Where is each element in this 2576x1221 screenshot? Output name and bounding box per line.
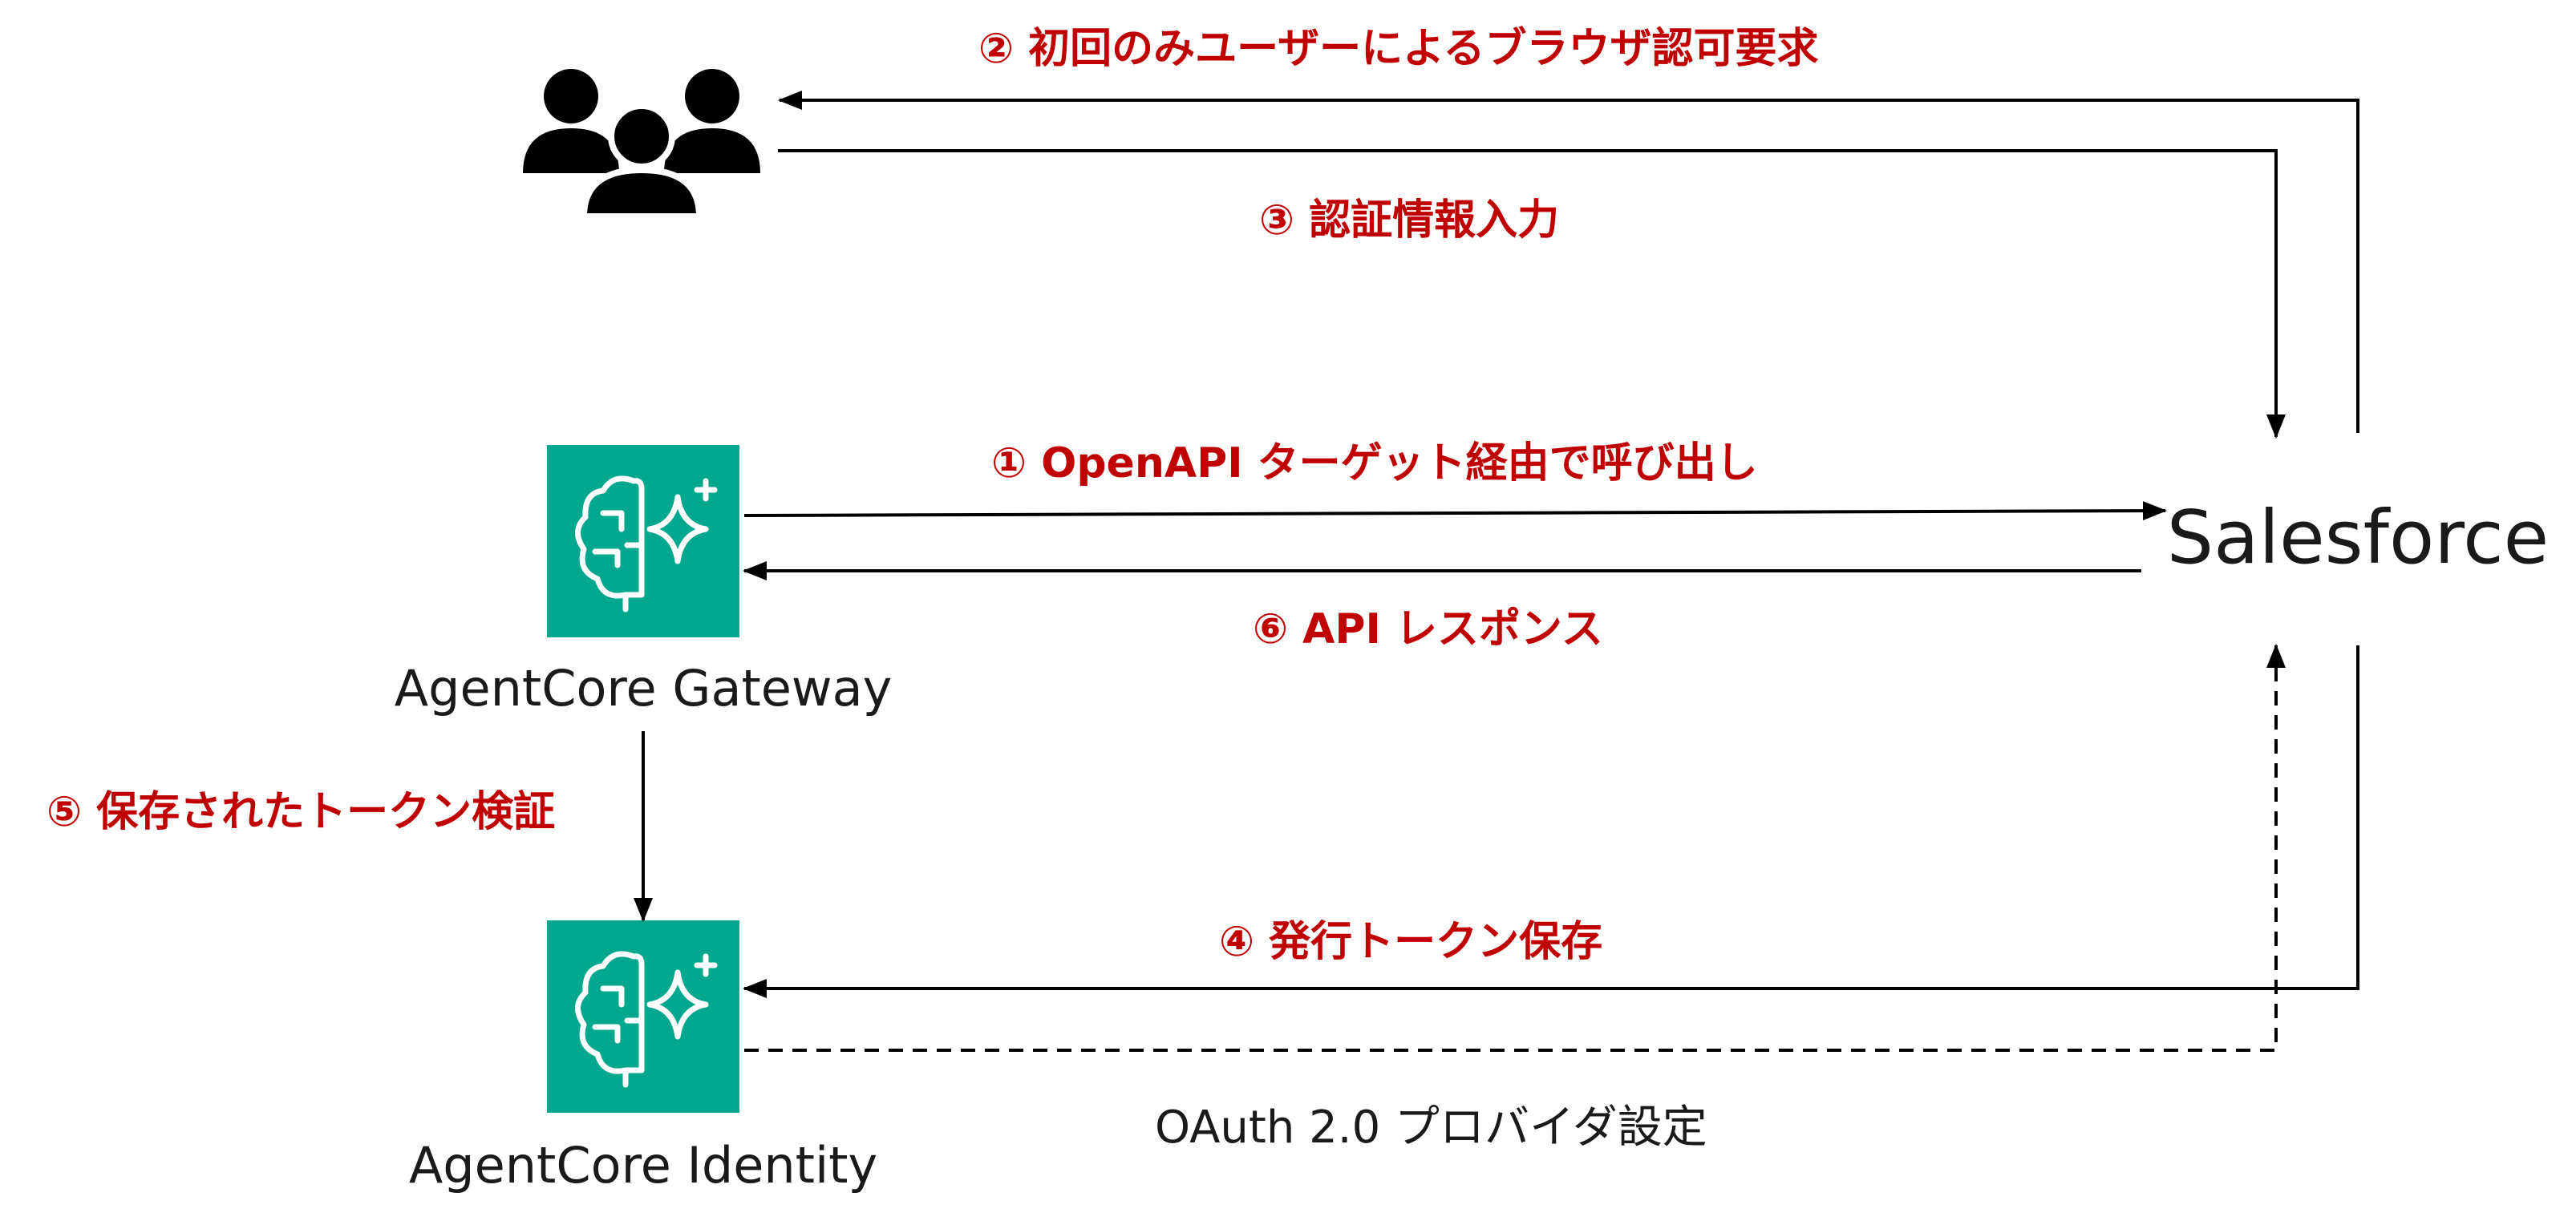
oauth-config-label: OAuth 2.0 プロバイダ設定: [1155, 1102, 1707, 1154]
brain-sparkle-icon: [575, 475, 718, 613]
identity-service-tile: [547, 920, 739, 1113]
step-4-label: ④ 発行トークン保存: [1219, 918, 1602, 966]
arrow-step-2: [778, 91, 2359, 433]
brain-sparkle-icon: [575, 951, 718, 1088]
users-group-icon: [523, 69, 760, 220]
step-3-label: ③ 認証情報入力: [1259, 196, 1559, 245]
step-5-label: ⑤ 保存されたトークン検証: [47, 788, 555, 836]
arrow-step-1: [743, 501, 2167, 521]
arrow-step-4: [743, 645, 2359, 998]
identity-label: AgentCore Identity: [409, 1136, 877, 1195]
step-6-label: ⑥ API レスポンス: [1253, 605, 1603, 653]
salesforce-label: Salesforce: [2167, 495, 2550, 580]
gateway-service-tile: [547, 445, 739, 637]
arrow-step-3: [778, 149, 2286, 439]
step-1-label: ① OpenAPI ターゲット経由で呼び出し: [991, 439, 1758, 487]
arrow-oauth-config: [744, 644, 2286, 1052]
gateway-label: AgentCore Gateway: [395, 659, 893, 718]
step-2-label: ② 初回のみユーザーによるブラウザ認可要求: [978, 25, 1819, 73]
